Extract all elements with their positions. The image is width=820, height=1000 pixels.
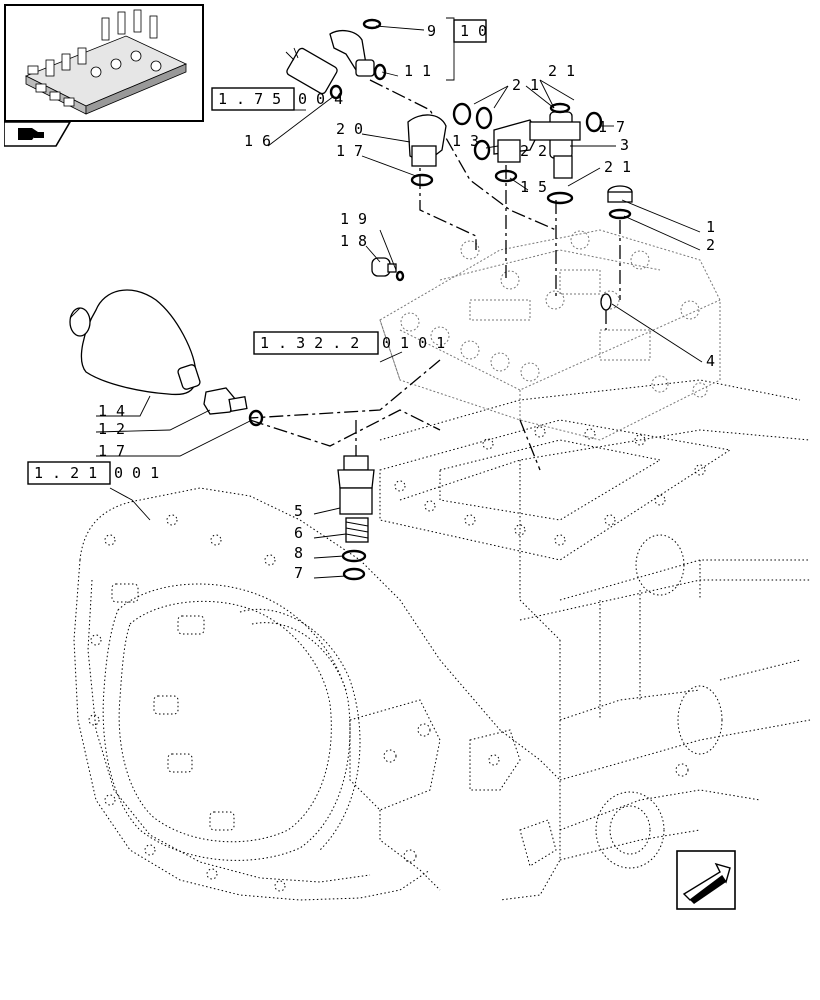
thumbnail-frame[interactable] [4,4,204,122]
callout-c12[interactable]: 1 2 [98,420,125,438]
ref-suffix-r132: 0 1 0 1 [382,334,445,352]
pin-part-4[interactable] [600,293,612,311]
valve-block-thumbnail-icon [25,9,187,115]
callout-c13[interactable]: 1 3 [452,132,479,150]
o-ring-19 [395,270,405,282]
assembly-paths [249,79,621,471]
accumulator-part-14[interactable] [69,289,201,396]
ref-box-r121[interactable]: 1 . 2 1 0 0 1 [27,461,159,485]
ref-box-r132[interactable]: 1 . 3 2 . 2 0 1 0 1 [253,331,445,355]
callout-c20[interactable]: 2 0 [336,120,363,138]
fitting-part-12[interactable] [203,387,248,415]
reference-boxes: 1 0 1 . 7 5 0 0 4 1 . 3 2 . 2 0 1 0 1 1 . 2 1… [27,19,487,485]
ref-suffix-r121: 0 0 1 [114,464,159,482]
callout-c14[interactable]: 1 4 [98,402,125,420]
ref-label-r10: 1 0 [460,22,487,40]
callout-c3[interactable]: 3 [620,136,629,154]
cross-part-3[interactable] [529,111,581,179]
callout-c21a[interactable]: 2 1 [512,76,539,94]
valve-cartridge-part-5[interactable] [337,455,375,515]
callout-c11[interactable]: 1 1 [404,62,431,80]
ref-label-r132: 1 . 3 2 . 2 [260,334,359,352]
callout-c21c[interactable]: 2 1 [604,158,631,176]
callout-c8[interactable]: 8 [294,544,303,562]
callout-c4[interactable]: 4 [706,352,715,370]
ref-label-r121: 1 . 2 1 [34,464,97,482]
book-arrow-icon[interactable] [4,122,74,150]
callout-c15[interactable]: 1 5 [520,178,547,196]
gearbox-housing [73,379,811,901]
elbow-part-20[interactable] [407,114,447,167]
o-ring-21c [549,102,571,114]
ref-box-r10[interactable]: 1 0 [453,19,487,43]
elbow-fitting-9-11[interactable] [329,29,375,77]
callout-c21b[interactable]: 2 1 [548,62,575,80]
o-ring-21b [475,106,493,130]
callout-c1[interactable]: 1 [706,218,715,236]
o-ring-17-lower [248,409,264,427]
tee-part-13[interactable] [493,119,539,163]
callout-c17c[interactable]: 1 7 [98,442,125,460]
o-ring-17-mid [410,173,434,187]
next-page-arrow-icon[interactable] [676,850,738,912]
o-ring-2 [608,208,632,220]
valve-block-ghost [379,229,721,441]
o-ring-16 [329,84,343,100]
o-ring-21a [452,102,472,126]
o-ring-7 [342,567,366,581]
ref-suffix-r175: 0 0 4 [298,90,343,108]
ref-box-r175[interactable]: 1 . 7 5 0 0 4 [211,87,343,111]
callout-c9[interactable]: 9 [427,22,436,40]
o-ring-17a [585,111,603,133]
callout-c2[interactable]: 2 [706,236,715,254]
sensor-part-16[interactable] [285,47,338,95]
callout-c18[interactable]: 1 8 [340,232,367,250]
plug-part-1[interactable] [607,185,633,203]
spring-part-6[interactable] [345,517,369,543]
plug-part-18[interactable] [371,257,397,277]
callout-c5[interactable]: 5 [294,502,303,520]
ref-label-r175: 1 . 7 5 [218,90,281,108]
callout-c17b[interactable]: 1 7 [336,142,363,160]
callout-c7[interactable]: 7 [294,564,303,582]
o-ring-15 [494,169,518,183]
callout-c22[interactable]: 2 2 [520,142,547,160]
callout-c17a[interactable]: 1 7 [598,118,625,136]
callout-c16[interactable]: 1 6 [244,132,271,150]
leader-lines [95,17,703,579]
callout-c6[interactable]: 6 [294,524,303,542]
o-ring-11 [373,63,387,81]
o-ring-13 [473,139,491,161]
callout-c19[interactable]: 1 9 [340,210,367,228]
o-ring-21d [546,191,574,205]
o-ring-9 [362,18,382,30]
